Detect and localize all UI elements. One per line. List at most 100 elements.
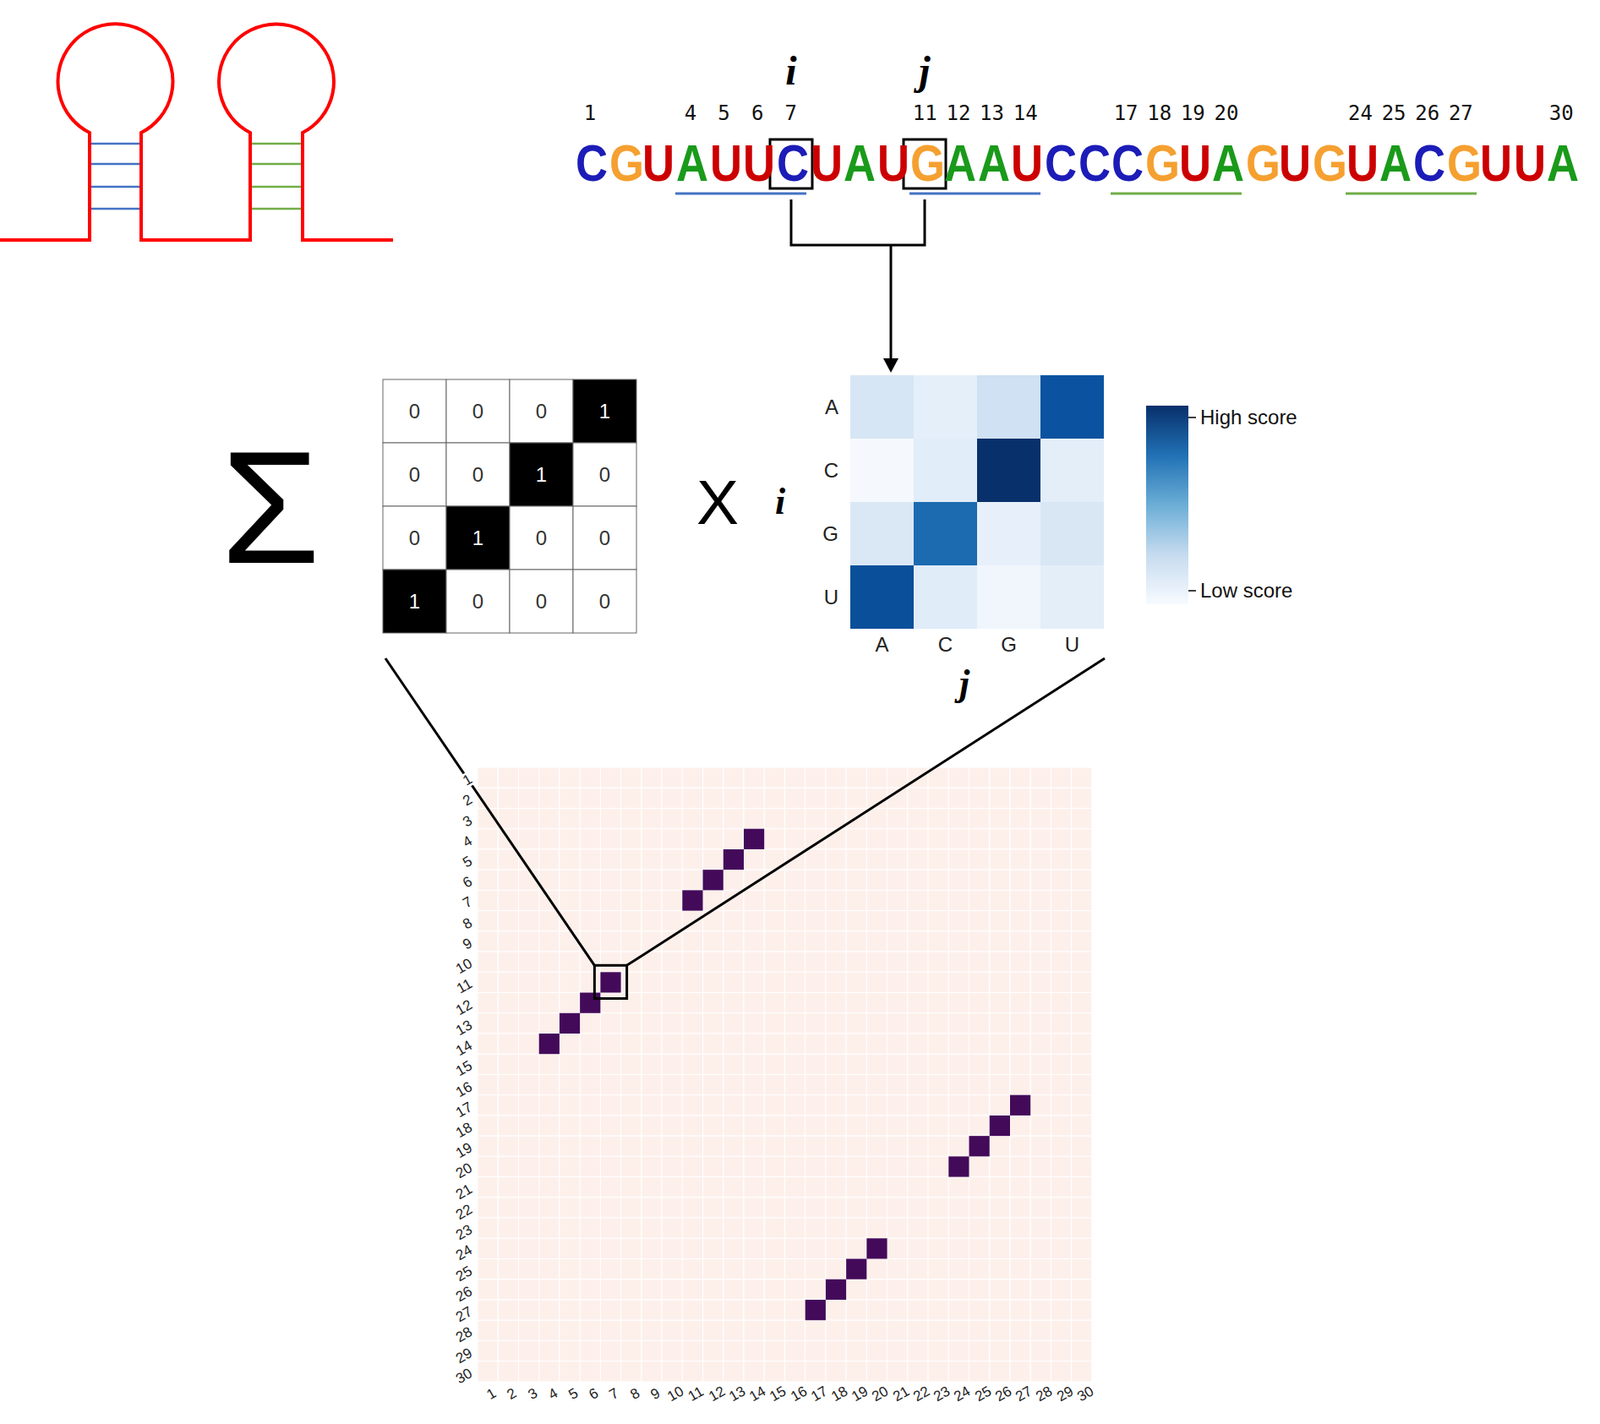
- contact-map-cell: [579, 1053, 601, 1075]
- contact-map-cell: [764, 1013, 785, 1034]
- contact-map-cell: [539, 1299, 560, 1321]
- contact-map-cell: [805, 1053, 826, 1075]
- contact-map-cell: [682, 1361, 703, 1382]
- nucleotide-letter: A: [843, 129, 873, 197]
- contact-map-cell: [764, 1156, 785, 1177]
- contact-map-cell: [928, 1074, 949, 1095]
- contact-map-cell: [682, 1033, 703, 1054]
- contact-map-cell: [743, 1177, 765, 1198]
- contact-map-cell: [907, 1238, 929, 1259]
- contact-map-cell: [989, 1340, 1011, 1361]
- contact-map-cell: [579, 1156, 601, 1177]
- nucleotide-letter: C: [575, 129, 605, 197]
- contact-map-cell: [477, 1095, 498, 1116]
- contact-map-cell: [989, 993, 1011, 1014]
- heatmap-cell: [913, 438, 978, 503]
- contact-map-cell: [682, 829, 703, 850]
- contact-map-cell: [559, 1095, 580, 1116]
- contact-map-cell: [477, 1340, 498, 1361]
- contact-map-cell: [887, 993, 908, 1014]
- contact-map-cell: [621, 890, 642, 911]
- contact-map-cell: [805, 1197, 826, 1218]
- contact-map-cell: [887, 1033, 908, 1054]
- contact-map-cell: [825, 1053, 847, 1075]
- contact-cell: [846, 1259, 867, 1280]
- contact-map-cell: [1010, 1299, 1031, 1321]
- contact-map-cell: [579, 951, 601, 973]
- contact-map-cell: [846, 1279, 867, 1300]
- nucleotide-letter: U: [1479, 129, 1509, 197]
- heatmap-cell: [850, 375, 914, 439]
- contact-map-cell: [497, 993, 519, 1014]
- contact-map-cell: [579, 1320, 601, 1341]
- contact-map-cell: [1050, 849, 1071, 870]
- contact-map-cell: [477, 1177, 498, 1198]
- contact-map-cell: [621, 1156, 642, 1177]
- contact-map-cell: [477, 767, 498, 788]
- contact-map-cell: [682, 1156, 703, 1177]
- contact-cell: [866, 1238, 887, 1259]
- contact-map-cell: [825, 849, 847, 870]
- contact-map-cell: [928, 1053, 949, 1075]
- contact-map-cell: [600, 1033, 621, 1054]
- contact-map-cell: [764, 1340, 785, 1361]
- contact-map-cell: [887, 1320, 908, 1341]
- arrow-shaft: [890, 245, 893, 361]
- contact-map-cell: [539, 1074, 560, 1095]
- contact-map-cell: [682, 1135, 703, 1157]
- axis-tick-label: 16: [787, 1383, 811, 1405]
- contact-map-cell: [497, 890, 519, 911]
- leader-line: [627, 658, 1105, 966]
- axis-tick-label: 13: [726, 1383, 749, 1405]
- contact-map-cell: [559, 1320, 580, 1341]
- contact-map-cell: [1050, 1197, 1071, 1218]
- contact-map-cell: [784, 1156, 805, 1177]
- contact-map-cell: [784, 1095, 805, 1116]
- contact-map-cell: [723, 829, 744, 850]
- axis-tick-label: 14: [453, 1037, 476, 1060]
- nucleotide-letter: G: [1145, 129, 1175, 197]
- contact-map-cell: [539, 849, 560, 870]
- axis-tick-label: 26: [992, 1383, 1016, 1405]
- contact-map-cell: [539, 1033, 560, 1054]
- contact-map-cell: [948, 829, 969, 850]
- contact-cell: [723, 849, 744, 870]
- contact-map-cell: [948, 808, 969, 829]
- heatmap-cell: [977, 375, 1041, 439]
- contact-map-cell: [1071, 1320, 1093, 1341]
- contact-map-cell: [948, 931, 969, 952]
- contact-map-cell: [1010, 972, 1031, 993]
- contact-map-cell: [518, 1156, 539, 1177]
- contact-map-cell: [969, 787, 990, 809]
- axis-tick-label: 12: [705, 1383, 729, 1405]
- contact-map-cell: [641, 767, 662, 788]
- contact-map-cell: [518, 1197, 539, 1218]
- score-heatmap: [850, 375, 1104, 629]
- contact-map-cell: [518, 993, 539, 1014]
- contact-map-cell: [579, 1259, 601, 1280]
- rna-sequence: CGUAUUCUAUGAAUCCCGUAGUGUACGUUA: [573, 129, 1579, 197]
- axis-tick-label: 13: [453, 1017, 476, 1039]
- nucleotide-letter: C: [1044, 129, 1074, 197]
- contact-map-cell: [600, 787, 621, 809]
- contact-map-cell: [989, 951, 1011, 973]
- contact-map-cell: [559, 972, 580, 993]
- contact-map-cell: [928, 911, 949, 932]
- matrix-cell: [509, 506, 574, 570]
- matrix-value: 0: [535, 591, 547, 612]
- contact-map-cell: [1010, 951, 1031, 973]
- contact-map-cell: [1010, 1177, 1031, 1198]
- contact-map-cell: [518, 829, 539, 850]
- axis-tick-label: 27: [453, 1304, 476, 1326]
- contact-map-cell: [928, 931, 949, 952]
- contact-map-cell: [764, 1074, 785, 1095]
- contact-map-cell: [866, 1197, 887, 1218]
- nucleotide-letter: U: [1178, 129, 1207, 197]
- contact-map-cell: [559, 1279, 580, 1300]
- heatmap-cell: [850, 438, 914, 503]
- contact-map-cell: [477, 1156, 498, 1177]
- contact-map-cell: [723, 1033, 744, 1054]
- contact-map-cell: [743, 787, 765, 809]
- contact-map-cell: [907, 1013, 929, 1034]
- nucleotide-letter: U: [1010, 129, 1040, 197]
